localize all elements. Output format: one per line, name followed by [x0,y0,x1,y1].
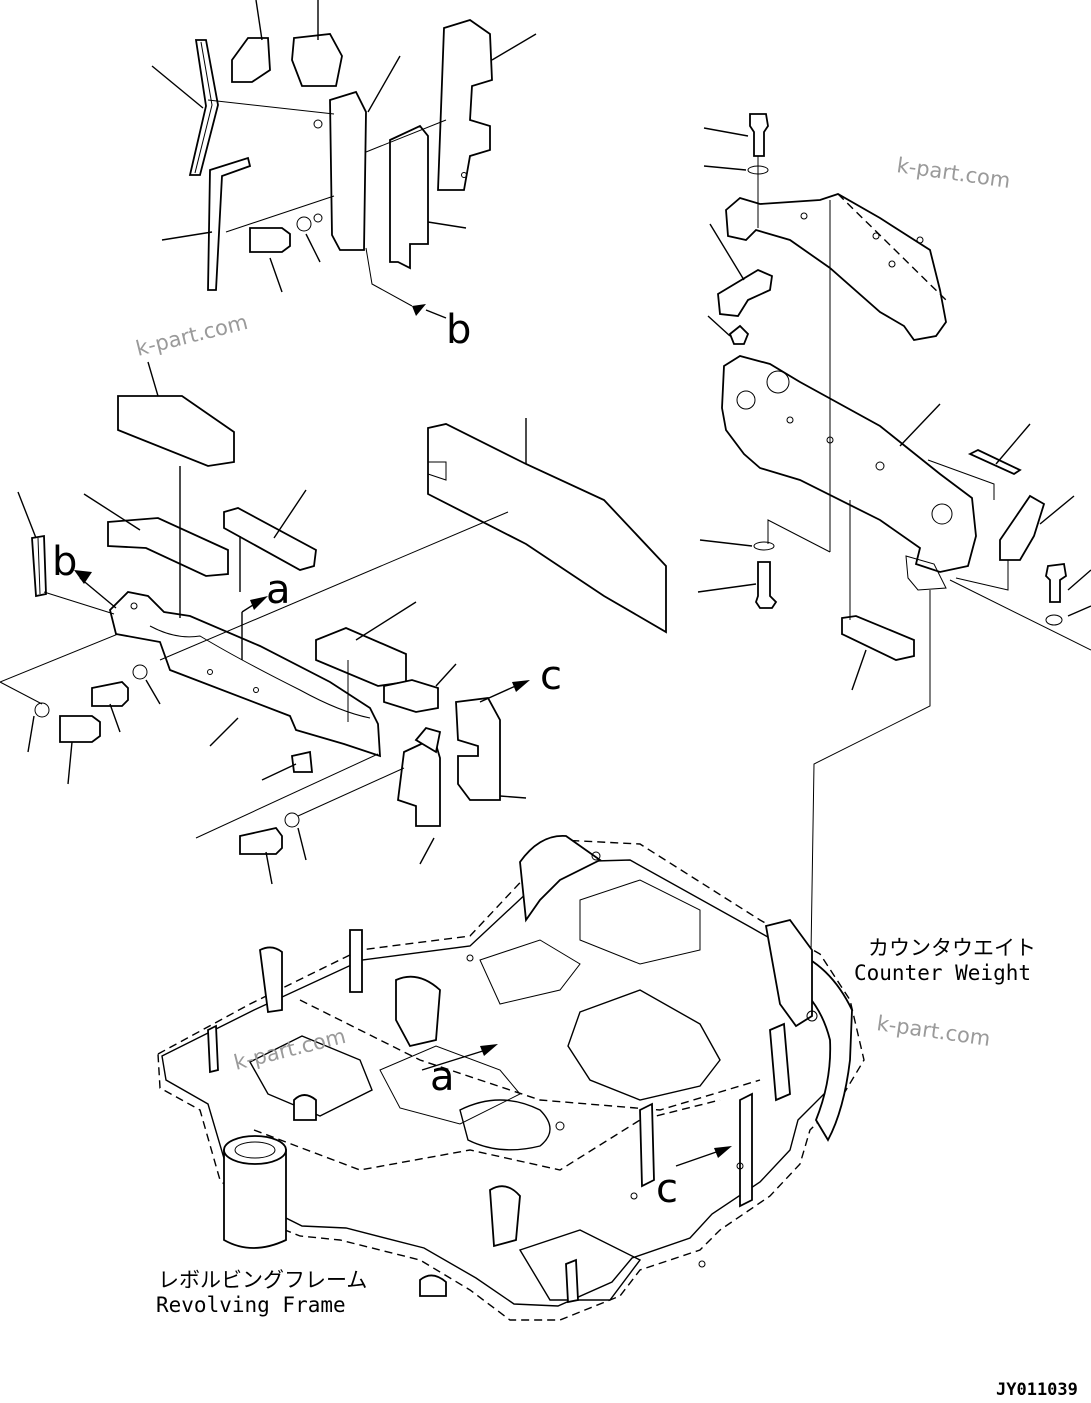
callout-b-top: b [446,307,471,353]
callout-b-left: b [52,539,77,585]
middle-left-part-group [0,361,667,885]
callout-c-top: c [540,653,562,699]
callout-c-frame: c [656,1166,678,1212]
watermark-frame: k-part.com [231,1024,348,1075]
top-right-part-group [697,113,1091,1017]
callout-a-frame: a [430,1054,455,1100]
label-frame-en: Revolving Frame [156,1293,346,1317]
revolving-frame-drawing [157,835,865,1321]
top-left-part-group [151,0,537,319]
label-counterweight-en: Counter Weight [854,961,1031,985]
watermark-left: k-part.com [133,310,250,361]
figure-code: JY011039 [996,1380,1078,1400]
watermark-right: k-part.com [875,1011,992,1051]
watermark-top-right: k-part.com [895,153,1012,193]
label-counterweight-jp: カウンタウエイト [868,936,1036,960]
label-frame-jp: レボルビングフレーム [158,1268,367,1292]
callout-a-top: a [266,567,291,613]
